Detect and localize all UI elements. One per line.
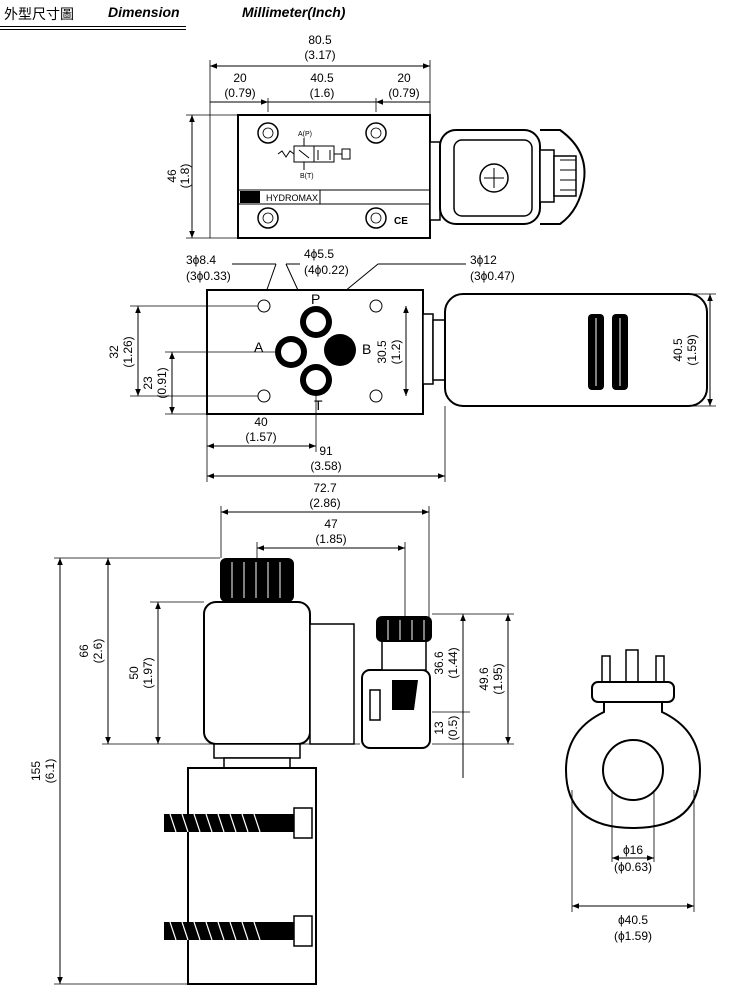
header-title-en: Dimension: [108, 4, 180, 20]
dim-h23-inch: (0.91): [155, 367, 169, 398]
dim-h40-5: 40.5: [671, 338, 685, 362]
dim-w72-7-inch: (2.86): [309, 496, 340, 510]
mount-hole-2: [369, 299, 383, 313]
dim-left-inch: (0.79): [224, 86, 255, 100]
dim-d16-inch: (ϕ0.63): [614, 860, 652, 874]
dim-h23: 23: [141, 376, 155, 390]
port-label-a: A: [254, 339, 264, 355]
valve-body-side: [187, 767, 317, 985]
bolt-br: [365, 207, 387, 229]
header-title-cn: 外型尺寸圖: [4, 7, 74, 23]
dim-overall-width: 80.5: [308, 33, 332, 47]
dim-middle: 40.5: [310, 71, 334, 85]
dim-w40-inch: (1.57): [245, 430, 276, 444]
coil-bore: [602, 739, 664, 801]
dim-h49-6: 49.6: [477, 667, 491, 691]
bolt-tr: [365, 122, 387, 144]
dim-h66: 66: [77, 644, 91, 658]
port-label-p: P: [311, 291, 320, 307]
dim-h36-6: 36.6: [432, 651, 446, 675]
dim-h40-5-inch: (1.59): [685, 334, 699, 365]
dim-h155: 155: [29, 761, 43, 781]
dim-hole-c: 3ϕ12: [470, 253, 497, 267]
mount-hole-4: [369, 389, 383, 403]
dim-height: 46: [165, 169, 179, 183]
bolt-tl: [257, 122, 279, 144]
coil-side-plate: [309, 623, 355, 745]
dim-left: 20: [233, 71, 247, 85]
dim-h13-inch: (0.5): [446, 716, 460, 741]
dim-h50-inch: (1.97): [141, 657, 155, 688]
dim-height-inch: (1.8): [178, 164, 192, 189]
dim-d40-5: ϕ40.5: [618, 913, 648, 927]
dim-hole-b-inch: (4ϕ0.22): [304, 263, 349, 277]
brand-logo: [240, 191, 260, 203]
mounting-screw-1: [164, 807, 313, 839]
dim-hole-c-inch: (3ϕ0.47): [470, 269, 515, 283]
header-underline: [0, 26, 186, 30]
dim-h13: 13: [432, 721, 446, 735]
dim-h32: 32: [107, 345, 121, 359]
dim-w47: 47: [324, 517, 338, 531]
dim-w47-inch: (1.85): [315, 532, 346, 546]
coil-body-side: [203, 601, 311, 745]
dim-h30-5: 30.5: [375, 340, 389, 364]
dim-w40: 40: [254, 415, 268, 429]
dim-h49-6-inch: (1.95): [491, 663, 505, 694]
ce-mark: CE: [394, 216, 408, 227]
coil-view: ϕ16 (ϕ0.63) ϕ40.5 (ϕ1.59): [564, 649, 702, 943]
brand-name: HYDROMAX: [266, 193, 318, 203]
dim-h66-inch: (2.6): [91, 639, 105, 664]
dim-right: 20: [397, 71, 411, 85]
header-units: Millimeter(Inch): [242, 4, 346, 20]
side-view: 72.7 (2.86) 47 (1.85) 155 (6.1) 66 (2.6)…: [29, 481, 514, 985]
dim-middle-inch: (1.6): [310, 86, 335, 100]
dim-h50: 50: [127, 666, 141, 680]
port-b-label: B(T): [300, 173, 314, 180]
dim-w91-inch: (3.58): [310, 459, 341, 473]
port-a-label: A(P): [298, 131, 312, 138]
dim-d40-5-inch: (ϕ1.59): [614, 929, 652, 943]
dim-overall-width-inch: (3.17): [304, 48, 335, 62]
port-label-b: B: [362, 341, 371, 357]
port-view: 3ϕ8.4 (3ϕ0.33) 4ϕ5.5 (4ϕ0.22) 3ϕ12 (3ϕ0.…: [107, 247, 716, 482]
hydraulic-symbol: A(P) B(T): [277, 131, 351, 180]
dim-hole-a: 3ϕ8.4: [186, 253, 216, 267]
solenoid-top: [429, 129, 586, 225]
top-view: 80.5 (3.17) 20 (0.79) 40.5 (1.6) 20 (0.7…: [165, 33, 586, 239]
solenoid-port-view: [422, 293, 708, 407]
dim-w72-7: 72.7: [313, 481, 337, 495]
bolt-bl: [257, 207, 279, 229]
dim-h36-6-inch: (1.44): [446, 647, 460, 678]
dim-h155-inch: (6.1): [43, 759, 57, 784]
coil-nut-side: [220, 558, 294, 602]
port-b: [324, 334, 356, 366]
port-label-t: T: [314, 397, 323, 413]
dim-hole-b: 4ϕ5.5: [304, 247, 334, 261]
dim-right-inch: (0.79): [388, 86, 419, 100]
connector-side: [361, 616, 432, 749]
dim-h32-inch: (1.26): [121, 336, 135, 367]
dim-hole-a-inch: (3ϕ0.33): [186, 269, 231, 283]
dim-w91: 91: [319, 444, 333, 458]
dim-h30-5-inch: (1.2): [389, 340, 403, 365]
mounting-screw-2: [164, 915, 313, 947]
dim-d16: ϕ16: [623, 843, 643, 857]
